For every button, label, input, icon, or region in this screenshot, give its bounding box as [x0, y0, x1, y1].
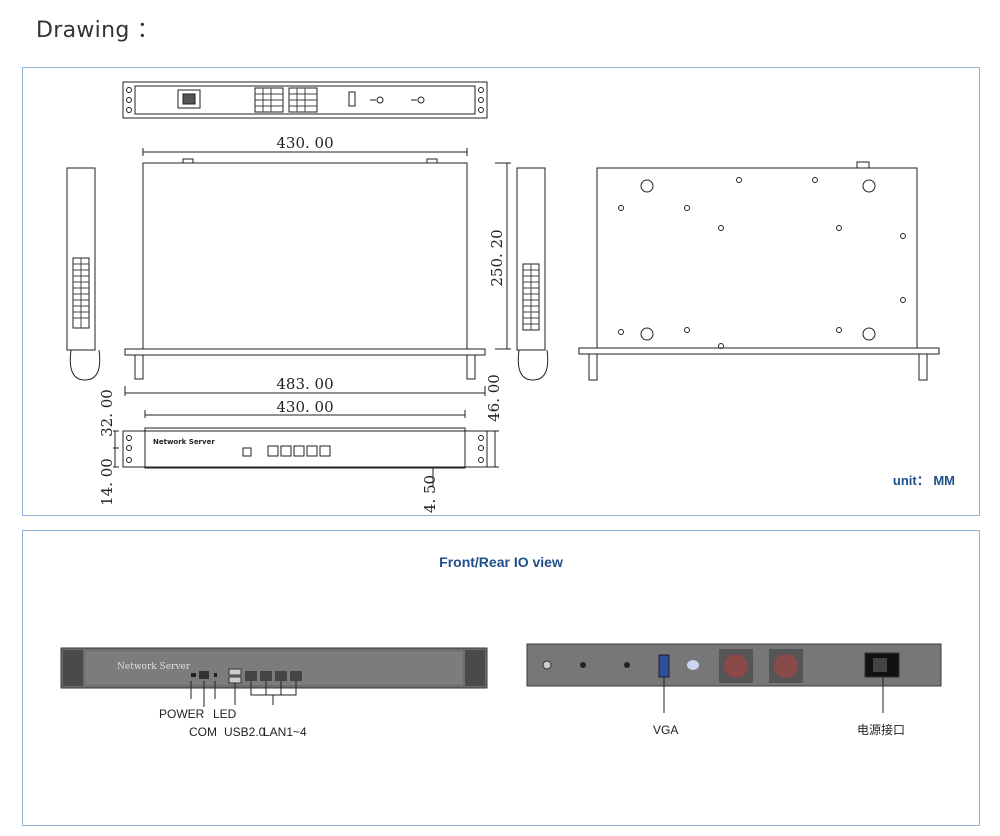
dim-depth: 250. 20	[488, 229, 506, 286]
io-view-photos: Network Server PO	[60, 643, 942, 739]
top-outline-view	[124, 148, 511, 396]
rear-panel-photo	[526, 643, 942, 713]
usb-port-2	[228, 676, 242, 684]
dim-front-width: 430. 00	[276, 398, 333, 416]
unit-label: unit： MM	[892, 473, 955, 488]
front-panel-photo: Network Server	[60, 647, 488, 707]
label-usb: USB2.0	[224, 725, 266, 739]
label-power-socket: 电源接口	[857, 722, 905, 737]
technical-drawing: 430. 00 250. 20 483. 00 430. 00 46. 00 3…	[66, 81, 940, 513]
power-led-indicator	[191, 673, 196, 677]
dim-top-width: 430. 00	[276, 134, 333, 152]
right-side-view	[516, 167, 549, 381]
left-side-view	[66, 167, 101, 381]
power-socket	[864, 652, 900, 678]
usb-port-1	[228, 668, 242, 676]
dim-ear-hole-offset: 14. 00	[98, 458, 116, 506]
rear-outline-view	[122, 81, 488, 119]
front-panel-brand: Network Server	[117, 662, 191, 672]
io-view-panel: Front/Rear IO view Network Server	[22, 530, 980, 826]
dim-overall-width: 483. 00	[276, 375, 333, 393]
dim-height-total: 46. 00	[485, 374, 503, 422]
front-outline-view	[113, 410, 499, 487]
lan-port-4	[290, 671, 302, 681]
led-indicator	[214, 673, 217, 677]
bottom-view	[578, 161, 940, 381]
lan-port-3	[275, 671, 287, 681]
dim-foot-offset: 4. 50	[421, 475, 439, 513]
com-port	[199, 671, 209, 679]
label-led: LED	[213, 707, 237, 721]
label-power: POWER	[159, 707, 205, 721]
page-heading: Drawing ：	[36, 18, 160, 43]
label-com: COM	[189, 725, 217, 739]
label-vga: VGA	[653, 723, 678, 737]
dim-ear-hole-spacing: 32. 00	[98, 389, 116, 437]
drawing-panel: 430. 00 250. 20 483. 00 430. 00 46. 00 3…	[22, 67, 980, 516]
lan-port-1	[245, 671, 257, 681]
io-view-title: Front/Rear IO view	[439, 554, 563, 570]
label-lan: LAN1~4	[263, 725, 307, 739]
vga-port	[658, 654, 670, 678]
front-drawing-brand: Network Server	[153, 438, 215, 446]
lan-port-2	[260, 671, 272, 681]
